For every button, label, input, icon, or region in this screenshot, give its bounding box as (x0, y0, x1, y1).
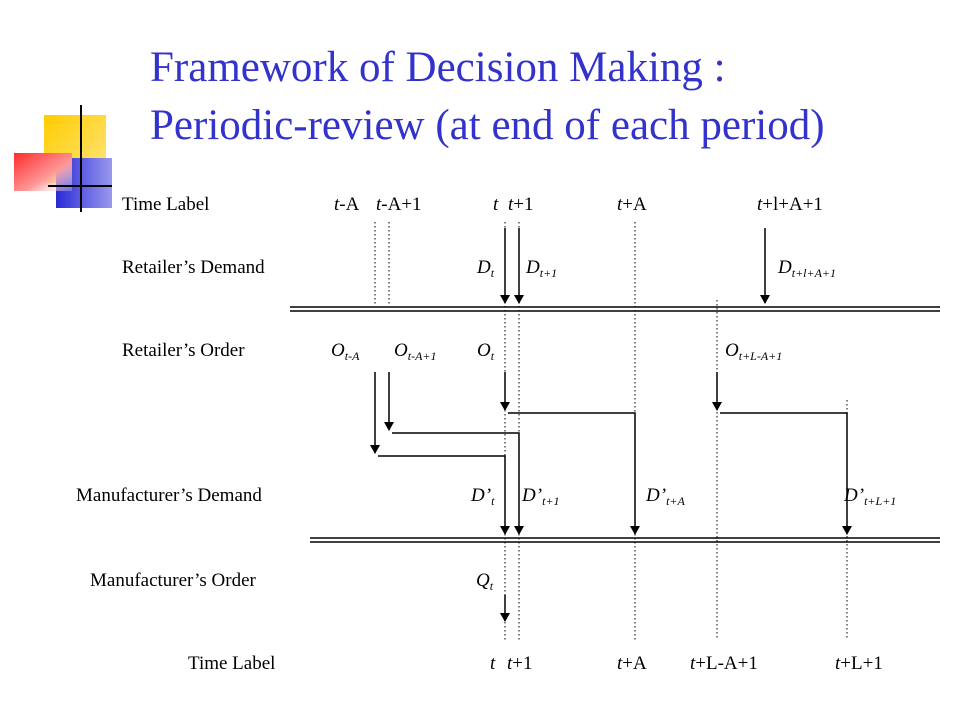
manufacturer-order-label: Manufacturer’s Order (90, 570, 256, 591)
shipment-arrow (392, 432, 524, 535)
shipment-arrow (720, 412, 852, 535)
top-time-label: t (493, 194, 499, 215)
retailer-order-label: Retailer’s Order (122, 340, 245, 361)
top-time-label: t+1 (508, 194, 534, 215)
retailer-demand-item: Dt+1 (525, 257, 557, 280)
manufacturer-order-item: Qt (476, 570, 494, 593)
manufacturer-demand-item: D’t+A (645, 485, 685, 508)
title-line-2: Periodic-review (at end of each period) (150, 102, 825, 149)
bottom-time-label: t (490, 653, 496, 674)
bottom-time-label: t+L+1 (835, 653, 883, 674)
retailer-demand-item: Dt (476, 257, 495, 280)
top-time-label: t+l+A+1 (757, 194, 823, 215)
manufacturer-demand-item: D’t+1 (521, 485, 560, 508)
top-time-label: t-A (334, 194, 360, 215)
manufacturer-demand-label: Manufacturer’s Demand (76, 485, 262, 506)
top-time-label: t+A (617, 194, 647, 215)
retailer-order-item: Ot (477, 340, 495, 363)
top-time-label: t-A+1 (376, 194, 422, 215)
retailer-order-item: Ot+L-A+1 (725, 340, 782, 363)
manufacturer-demand-item: D’t+L+1 (843, 485, 896, 508)
retailer-order-item: Ot-A+1 (394, 340, 437, 363)
deco-red-square (14, 153, 72, 191)
manufacturer-demand-item: D’t (470, 485, 495, 508)
time-label-top: Time Label (122, 194, 209, 215)
retailer-demand-item: Dt+l+A+1 (777, 257, 836, 280)
time-label-bottom: Time Label (188, 653, 275, 674)
bottom-time-label: t+1 (507, 653, 533, 674)
shipment-arrow (378, 455, 510, 535)
title-line-1: Framework of Decision Making : (150, 44, 726, 91)
retailer-demand-label: Retailer’s Demand (122, 257, 265, 278)
bottom-time-label: t+A (617, 653, 647, 674)
retailer-order-item: Ot-A (331, 340, 360, 363)
bottom-time-label: t+L-A+1 (690, 653, 758, 674)
shipment-arrow (508, 412, 640, 535)
